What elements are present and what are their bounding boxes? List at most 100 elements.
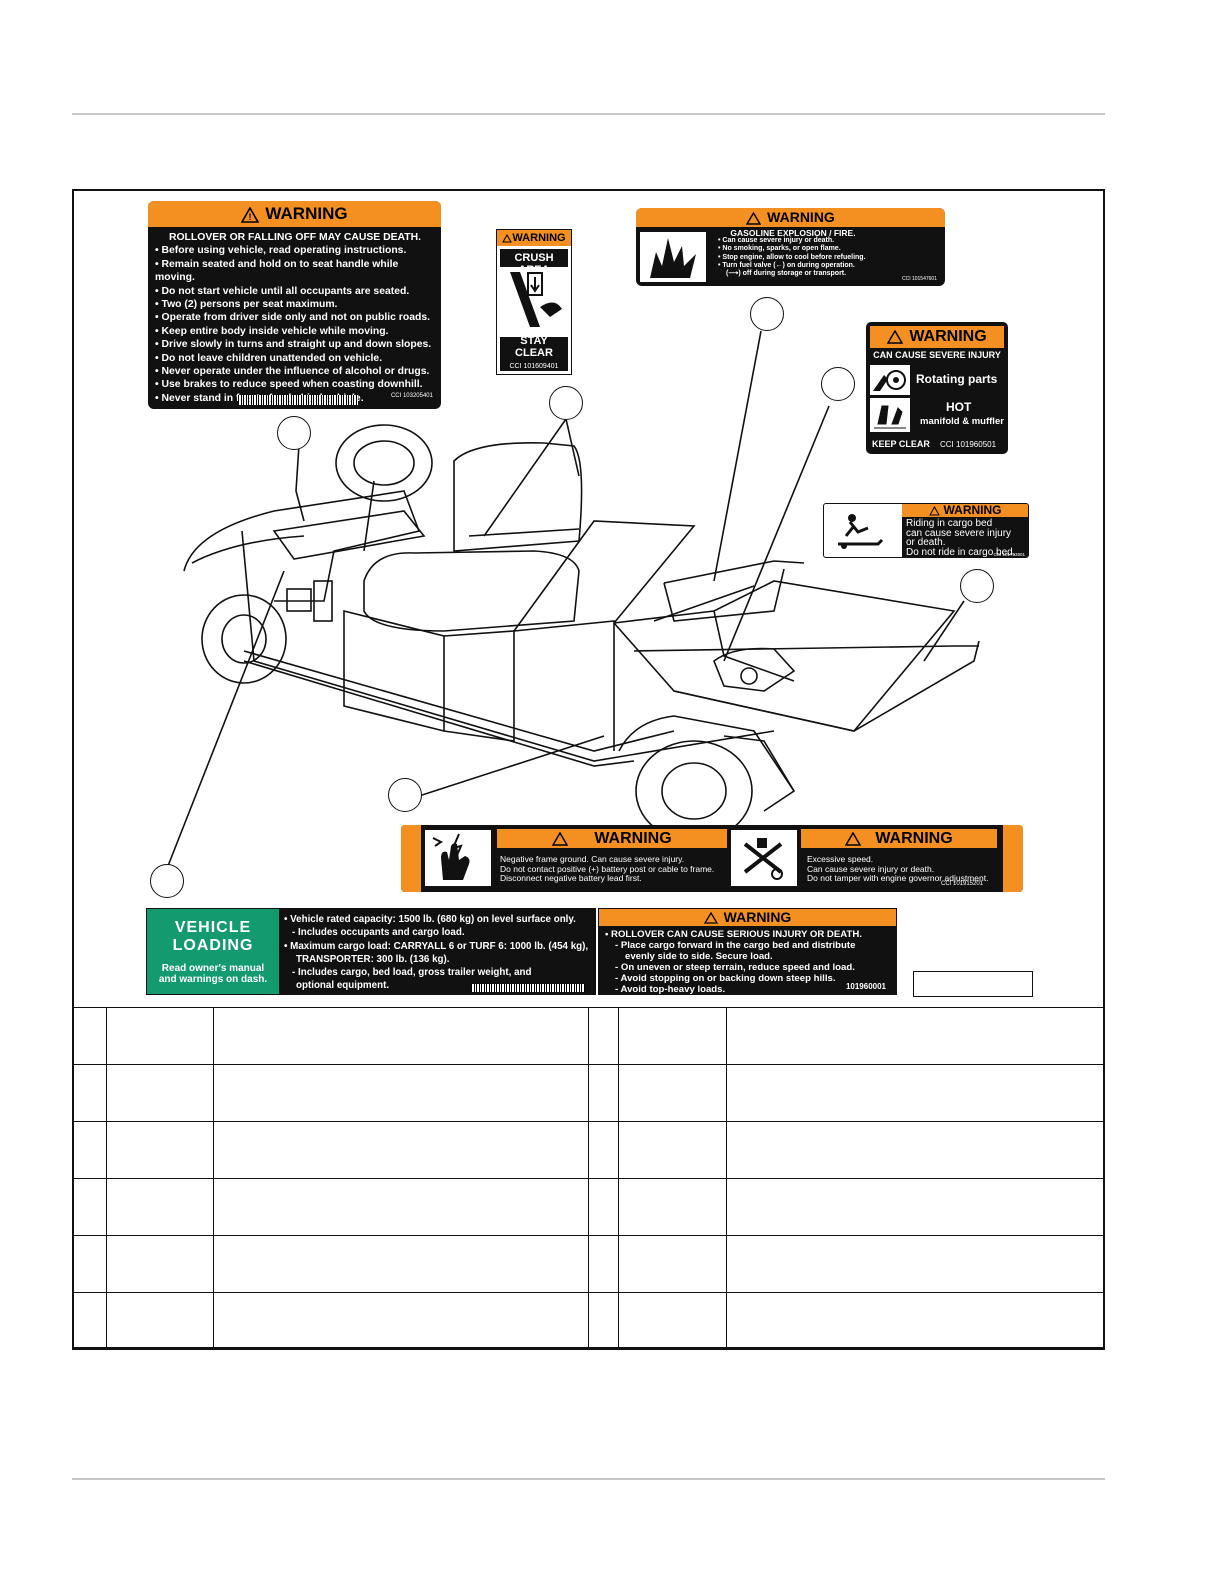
crush-footer: STAY CLEAR [515,335,553,359]
battery-speed-warning-label: WARNING Negative frame ground. Can cause… [401,825,1023,892]
electric-shock-icon [425,830,491,886]
list-item: - On uneven or steep terrain, reduce spe… [615,962,855,973]
callout-circle-4 [821,367,855,401]
table-row [72,1235,1105,1293]
cargo-ride-part-number: CCI 101753901 [993,552,1025,557]
list-item: TRANSPORTER: 300 lb. (136 kg). [296,953,450,965]
table-row [72,1007,1105,1065]
loading-title1: VEHICLE [174,919,252,936]
list-item: • Operate from driver side only and not … [155,312,430,324]
list-item: - Avoid stopping on or backing down stee… [615,973,836,984]
utility-vehicle-illustration [165,330,980,872]
rotating-parts-icon [870,365,910,395]
list-item: • Vehicle rated capacity: 1500 lb. (680 … [284,914,576,925]
warning-triangle-icon [703,912,718,924]
list-item: • Two (2) persons per seat maximum. [155,299,338,311]
hot-surface-icon [870,398,910,432]
callout-circle-6 [388,778,422,812]
crush-header: WARNING [497,230,571,246]
gasoline-warning-label: WARNING GASOLINE EXPLOSION / FIRE. • Can… [636,208,945,286]
rotating-header: WARNING [870,326,1004,348]
warning-triangle-icon [928,505,940,516]
list-item: - Place cargo forward in the cargo bed a… [615,940,856,951]
table-row [72,1178,1105,1236]
rotating-row2b: manifold & muffler [920,416,1004,427]
battery-line3: Disconnect negative battery lead first. [500,873,642,883]
table-row [72,1292,1105,1350]
rollover-cargo-list: • ROLLOVER CAN CAUSE SERIOUS INJURY OR D… [599,926,896,998]
warning-triangle-icon [746,211,762,225]
explosion-icon [640,232,706,282]
barcode [471,984,585,992]
list-item: optional equipment. [296,980,390,992]
loading-title2: LOADING [172,937,254,954]
list-item: • Remain seated and hold on to seat hand… [155,258,399,284]
rollover-title: ROLLOVER OR FALLING OFF MAY CAUSE DEATH. [168,232,422,243]
warning-triangle-icon: ! [241,206,260,223]
rotating-row1: Rotating parts [916,372,998,386]
speed-header: WARNING [801,829,997,848]
list-item: • Can cause severe injury or death. [718,237,835,245]
rotating-row2a: HOT [946,400,972,414]
warning-triangle-icon [887,329,904,344]
list-item: • Do not start vehicle until all occupan… [155,285,410,297]
list-item: • Before using vehicle, read operating i… [155,245,407,257]
cargo-ride-line4: Do not ride in cargo bed. [906,546,1016,558]
crush-hand-icon [500,267,570,337]
speed-line3: Do not tamper with engine governor adjus… [807,873,989,883]
rollover-cargo-warning-label: WARNING • ROLLOVER CAN CAUSE SERIOUS INJ… [598,908,897,995]
warning-triangle-icon [502,233,513,243]
loading-list: • Vehicle rated capacity: 1500 lb. (680 … [284,913,588,993]
rollover-list: • Before using vehicle, read operating i… [155,244,435,405]
legend-table [72,1007,1105,1350]
gasoline-list: • Can cause severe injury or death.• No … [718,237,868,278]
speed-right-stripe [1003,825,1023,892]
barcode [238,395,358,405]
callout-circle-5 [960,569,994,603]
rotating-subtitle: CAN CAUSE SEVERE INJURY [873,350,1001,360]
list-item: (⟶) off during storage or transport. [726,270,847,278]
list-item: - Includes occupants and cargo load. [292,927,465,939]
rollover-cargo-header: WARNING [599,909,896,926]
loading-sub2: and warnings on dash. [158,974,268,985]
list-item: • Do not leave children unattended on ve… [155,352,383,364]
battery-line2: Do not contact positive (+) battery post… [500,863,715,874]
list-item: • Turn fuel valve (←) on during operatio… [718,261,855,269]
list-item: evenly side to side. Secure load. [625,951,773,962]
callout-circle-1 [277,416,311,450]
rider-falling-icon [838,514,884,549]
rollover-warning-label: !WARNING ROLLOVER OR FALLING OFF MAY CAU… [148,201,441,409]
rollover-header: !WARNING [148,201,441,227]
callout-circle-2 [549,386,583,420]
loading-green-panel: VEHICLE LOADING Read owner's manual and … [147,909,279,994]
crush-warning-label: WARNING CRUSH AREA STAY CLEAR CCI 101609… [496,229,572,375]
battery-line1: Negative frame ground. Can cause severe … [500,854,685,864]
battery-header: WARNING [497,829,727,848]
cargo-ride-warning-label: WARNING Riding in cargo bed can cause se… [823,503,1029,558]
speed-line1: Excessive speed. [807,854,874,864]
list-item: • Keep entire body inside vehicle while … [155,325,389,337]
svg-text:!: ! [249,212,252,222]
list-item: • Use brakes to reduce speed when coasti… [155,379,423,391]
callout-circle-7 [150,864,184,898]
rollover-cargo-part-number: 101960001 [845,982,886,991]
speed-line2: Can cause severe injury or death. [807,863,935,874]
loading-sub1: Read owner's manual [161,963,265,974]
list-item: - Avoid top-heavy loads. [615,984,726,995]
gasoline-header: WARNING [636,208,945,227]
speed-part-number: CCI 101915201 [941,881,984,887]
list-item: • Maximum cargo load: CARRYALL 6 or TURF… [284,940,589,952]
table-row [72,1064,1105,1122]
cargo-ride-line3: or death. [906,537,946,549]
list-item: - Includes cargo, bed load, gross traile… [292,967,532,979]
rotating-parts-warning-label: WARNING CAN CAUSE SEVERE INJURY Rotating… [866,322,1008,454]
rotating-part-number: CCI 101960501 [940,440,997,449]
cargo-ride-line2: can cause severe injury [906,527,1012,539]
tampering-icon [731,830,797,886]
rollover-part-number: CCI 103205401 [390,393,433,399]
footer-rule [72,1478,1105,1480]
table-row [72,1121,1105,1179]
cargo-ride-line1: Riding in cargo bed [906,518,993,529]
list-item: • Never operate under the influence of a… [155,366,430,378]
figure-id-box [913,971,1033,997]
